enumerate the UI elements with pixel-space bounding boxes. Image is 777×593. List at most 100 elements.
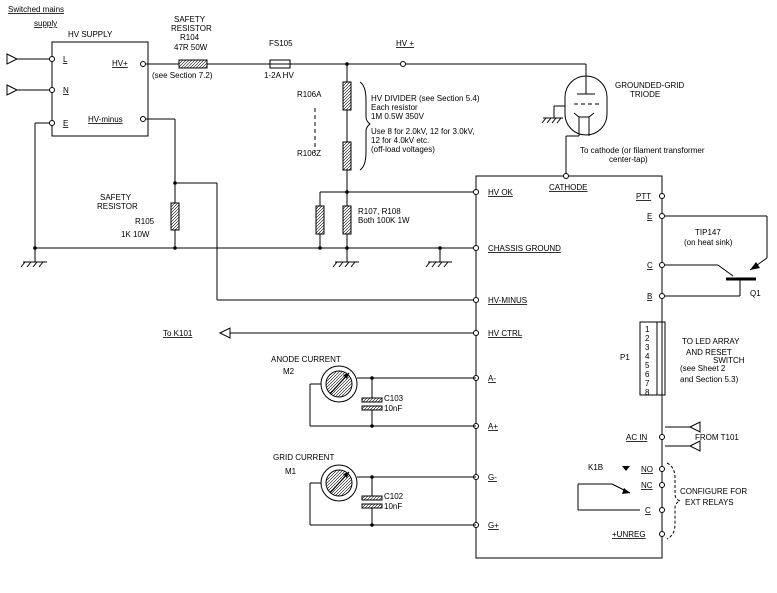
c103-capacitor <box>361 378 383 426</box>
hv-plus-terminal-label: HV+ <box>112 59 128 68</box>
divider-each: Each resistor <box>371 103 418 112</box>
r107-r108-label: R107, R108 <box>358 207 401 216</box>
hv-ok-pin-label: HV OK <box>488 188 514 197</box>
configure-label-2: EXT RELAYS <box>685 498 734 507</box>
triode-label-2: TRIODE <box>630 90 660 99</box>
r104-name: R104 <box>180 33 200 42</box>
r107-resistor <box>315 205 325 235</box>
c102-name: C102 <box>384 492 404 501</box>
q1-emitter-arrow <box>750 262 760 270</box>
pin-e-label: E <box>63 119 68 128</box>
r106a-label: R106A <box>297 90 322 99</box>
r104-value: 47R 50W <box>174 43 208 52</box>
p1-pin-8: 8 <box>645 388 650 397</box>
ground-symbol-mid <box>332 261 359 268</box>
ptt-pin-label: PTT <box>636 192 651 201</box>
p1-note-5: and Section 5.3) <box>680 375 739 384</box>
tip147-label: TIP147 <box>695 228 721 237</box>
anode-meter-name: M2 <box>283 367 295 376</box>
ac-in-arrow-1 <box>688 421 701 433</box>
hv-plus-line-label: HV + <box>396 39 414 48</box>
r106z-label: R106Z <box>297 149 321 158</box>
fs105-name: FS105 <box>269 39 293 48</box>
g-plus-pin-label: G+ <box>488 521 499 530</box>
r104-note: (see Section 7.2) <box>152 71 213 80</box>
r104-resistor <box>178 59 208 69</box>
control-board-box <box>475 175 663 559</box>
cathode-note-2: center-tap) <box>609 155 648 164</box>
p1-pin-5: 5 <box>645 361 650 370</box>
c-pin-label: C <box>647 261 653 270</box>
r107-r108-value: Both 100K 1W <box>358 216 410 225</box>
e-pin-label: E <box>647 212 652 221</box>
from-t101-label: FROM T101 <box>695 433 739 442</box>
fs105-value: 1-2A HV <box>264 71 294 80</box>
configure-brace <box>666 462 682 540</box>
c102-value: 10nF <box>384 502 402 511</box>
r105-resistor <box>170 202 180 231</box>
p1-pin-2: 2 <box>645 334 650 343</box>
to-k101-arrow <box>218 327 231 339</box>
divider-spec: 1M 0.5W 350V <box>371 112 425 121</box>
a-plus-pin-label: A+ <box>488 422 498 431</box>
c103-name: C103 <box>384 394 404 403</box>
ac-in-arrow-2 <box>688 440 701 452</box>
ground-symbol-left <box>20 248 47 268</box>
board-right-terminals <box>659 193 665 537</box>
supply-label: supply <box>34 19 57 28</box>
p1-pin-numbers: 1 2 3 4 5 6 7 8 <box>645 325 650 397</box>
r108-resistor <box>342 205 352 235</box>
anode-meter-title: ANODE CURRENT <box>271 355 341 364</box>
unreg-pin-label: +UNREG <box>612 530 646 539</box>
r106a-resistor <box>342 81 352 111</box>
c102-capacitor <box>361 477 383 525</box>
p1-note-2: AND RESET <box>686 348 732 357</box>
cathode-pin-label: CATHODE <box>549 183 588 192</box>
divider-use-1: Use 8 for 2.0kV, 12 for 3.0kV, <box>371 127 474 136</box>
hv-minus-terminal-label: HV-minus <box>88 115 123 124</box>
grid-ground-symbol <box>541 106 563 124</box>
r106z-resistor <box>342 141 352 171</box>
anode-current-meter <box>320 365 358 403</box>
divider-use-2: 12 for 4.0kV etc. <box>371 136 429 145</box>
hv-supply-label: HV SUPPLY <box>68 30 113 39</box>
pin-n-label: N <box>63 86 69 95</box>
cathode-note-1: To cathode (or filament transformer <box>580 146 705 155</box>
grid-meter-title: GRID CURRENT <box>273 453 334 462</box>
r105-label-1: SAFETY <box>100 193 132 202</box>
p1-pin-4: 4 <box>645 352 650 361</box>
r104-label-1: SAFETY <box>174 15 206 24</box>
chassis-ground-pin-label: CHASSIS GROUND <box>488 244 561 253</box>
q1-label: Q1 <box>750 289 761 298</box>
r105-name: R105 <box>135 217 155 226</box>
b-pin-label: B <box>647 292 652 301</box>
configure-label-1: CONFIGURE FOR <box>680 487 747 496</box>
triode-tube <box>554 75 608 136</box>
p1-pin-3: 3 <box>645 343 650 352</box>
switched-mains-label: Switched mains <box>8 5 64 14</box>
r105-label-2: RESISTOR <box>97 202 138 211</box>
c2-pin-label: C <box>645 506 651 515</box>
c103-value: 10nF <box>384 404 402 413</box>
to-k101-label: To K101 <box>163 329 193 338</box>
tip147-heatsink-label: (on heat sink) <box>684 238 733 247</box>
p1-note-1: TO LED ARRAY <box>682 337 740 346</box>
grid-meter-name: M1 <box>285 467 297 476</box>
p1-connector <box>639 321 663 396</box>
a-minus-pin-label: A- <box>488 374 496 383</box>
no-pin-label: NO <box>641 465 653 474</box>
p1-pin-7: 7 <box>645 379 650 388</box>
divider-brace <box>359 81 371 171</box>
r104-label-2: RESISTOR <box>171 24 212 33</box>
triode-label-1: GROUNDED-GRID <box>615 81 685 90</box>
mains-input-n <box>6 84 52 96</box>
p1-label: P1 <box>620 353 630 362</box>
k1b-label: K1B <box>588 463 603 472</box>
p1-note-4: (see Sheet 2 <box>680 364 726 373</box>
p1-pin-1: 1 <box>645 325 650 334</box>
nc-pin-label: NC <box>641 481 653 490</box>
hv-minus-pin-label: HV-MINUS <box>488 296 527 305</box>
ac-in-pin-label: AC IN <box>626 433 648 442</box>
